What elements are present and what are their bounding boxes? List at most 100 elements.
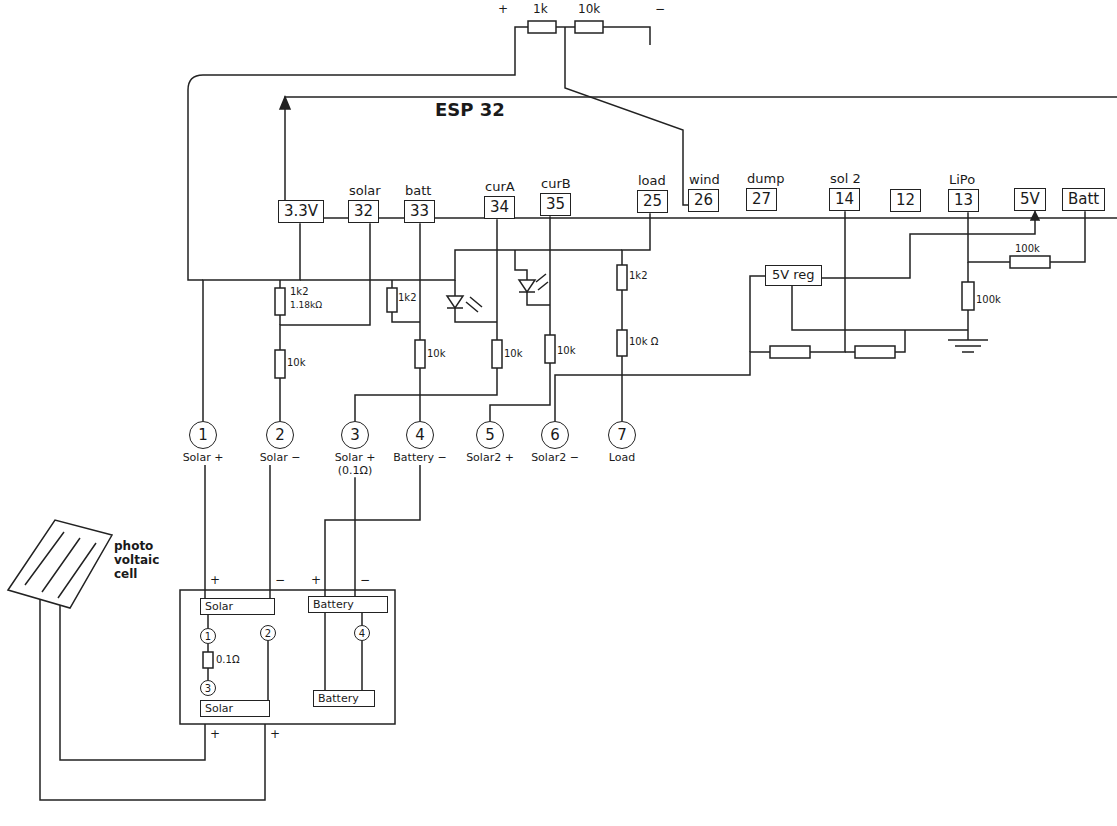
pin-label: batt bbox=[405, 184, 431, 199]
board-section: Battery bbox=[308, 596, 388, 613]
pin-label: curA bbox=[485, 180, 515, 195]
pin-number: 13 bbox=[954, 191, 973, 209]
module-name: ESP 32 bbox=[435, 100, 505, 121]
wire bbox=[300, 250, 622, 280]
wire bbox=[515, 250, 527, 280]
wire bbox=[750, 276, 765, 352]
board-terminal: 4 bbox=[354, 625, 370, 641]
pin-number: 35 bbox=[546, 195, 565, 213]
resistor-value: 1k2 bbox=[398, 292, 417, 304]
resistor-value: 10k bbox=[504, 348, 523, 360]
resistor-value: 100k bbox=[1015, 243, 1040, 255]
terminal-label: Battery − bbox=[392, 452, 448, 465]
terminal-sign: − bbox=[275, 574, 285, 588]
pin-box: LiPo13 bbox=[948, 189, 979, 212]
wire-connector bbox=[280, 223, 370, 421]
callout-number: 3 bbox=[205, 683, 211, 694]
resistor-symbol bbox=[275, 288, 285, 315]
wire bbox=[603, 27, 650, 45]
connector-terminal: 5Solar2 + bbox=[462, 421, 518, 465]
resistor-value: 1k2 bbox=[629, 270, 648, 282]
terminal-sign: + bbox=[270, 728, 280, 742]
terminal-label: Solar + bbox=[175, 452, 231, 465]
photodiode-rays bbox=[536, 274, 548, 290]
board-section: Solar bbox=[200, 700, 270, 717]
connector-terminal: 7Load bbox=[594, 421, 650, 465]
wire bbox=[188, 27, 528, 280]
board-label: Solar bbox=[205, 600, 233, 613]
pin-box: 5V bbox=[1014, 188, 1046, 211]
connector-terminal: 3Solar +(0.1Ω) bbox=[327, 421, 383, 477]
pin-box: dump27 bbox=[746, 188, 777, 211]
resistor-value: 10k bbox=[427, 348, 446, 360]
resistor-value: 1k bbox=[533, 3, 548, 17]
callout-number: 5 bbox=[476, 421, 504, 449]
pin-box: load25 bbox=[637, 190, 668, 213]
terminal-sign: + bbox=[210, 728, 220, 742]
pin-number: 3.3V bbox=[284, 202, 318, 220]
board-section: Solar bbox=[200, 598, 275, 615]
wire-connector bbox=[555, 211, 845, 421]
pin-box: curB35 bbox=[540, 193, 571, 216]
board-terminal: 2 bbox=[260, 625, 276, 641]
resistor-symbol bbox=[855, 346, 895, 358]
resistor-symbol bbox=[387, 288, 397, 312]
wire bbox=[447, 308, 497, 322]
solar-panel bbox=[8, 520, 112, 608]
pin-number: 5V bbox=[1020, 190, 1040, 208]
resistor-value: 10k bbox=[578, 3, 600, 17]
pin-label: wind bbox=[689, 173, 720, 188]
resistor-value: 10k Ω bbox=[629, 336, 658, 348]
terminal-label: Load bbox=[594, 452, 650, 465]
solar-panel-lines bbox=[25, 532, 96, 598]
wire bbox=[60, 605, 205, 760]
wire-connector bbox=[203, 223, 300, 421]
pin-number: 14 bbox=[835, 190, 854, 208]
board-outline bbox=[180, 590, 395, 724]
pin-box: 3.3V bbox=[278, 200, 324, 223]
wire bbox=[565, 27, 688, 205]
pin-box: Batt bbox=[1062, 188, 1105, 211]
callout-number: 3 bbox=[341, 421, 369, 449]
wire-connector bbox=[822, 211, 1035, 278]
pin-label: sol 2 bbox=[830, 172, 861, 187]
pin-number: 27 bbox=[752, 190, 771, 208]
callout-number: 4 bbox=[406, 421, 434, 449]
callout-number: 7 bbox=[608, 421, 636, 449]
pin-box: solar32 bbox=[348, 200, 379, 223]
resistor-value: 10k bbox=[287, 357, 306, 369]
board-label: Solar bbox=[205, 702, 233, 715]
board-terminal: 1 bbox=[200, 628, 216, 644]
wire-connector bbox=[325, 465, 420, 596]
connector-terminal: 6Solar2 − bbox=[527, 421, 583, 465]
resistor-symbol bbox=[492, 340, 502, 368]
component-label: photo voltaic cell bbox=[114, 540, 170, 581]
callout-number: 6 bbox=[541, 421, 569, 449]
pin-box: 12 bbox=[890, 189, 921, 212]
pin-number: 34 bbox=[490, 198, 509, 216]
photodiode-symbol bbox=[519, 280, 535, 292]
callout-number: 2 bbox=[266, 421, 294, 449]
resistor-value: 10k bbox=[557, 345, 576, 357]
terminal-label: Solar − bbox=[252, 452, 308, 465]
pin-box: sol 214 bbox=[829, 188, 860, 211]
pin-label: curB bbox=[541, 177, 571, 192]
resistor-value: 0.1Ω bbox=[216, 654, 240, 666]
callout-number: 1 bbox=[205, 631, 211, 642]
terminal-label: Solar2 − bbox=[527, 452, 583, 465]
wire-connector bbox=[204, 465, 206, 598]
pin-box: batt33 bbox=[404, 200, 435, 223]
terminal-sign: + bbox=[498, 3, 508, 17]
pin-number: Batt bbox=[1068, 190, 1099, 208]
callout-number: 2 bbox=[265, 628, 271, 639]
esp32-outline bbox=[285, 97, 1117, 200]
resistor-symbol bbox=[1010, 256, 1050, 268]
resistor-value: 100k bbox=[976, 294, 1001, 306]
pin-label: dump bbox=[747, 172, 784, 187]
pin-box: curA34 bbox=[484, 196, 515, 219]
connector-terminal: 2Solar − bbox=[252, 421, 308, 465]
resistor-symbol bbox=[617, 330, 627, 356]
connector-terminal: 4Battery − bbox=[392, 421, 448, 465]
